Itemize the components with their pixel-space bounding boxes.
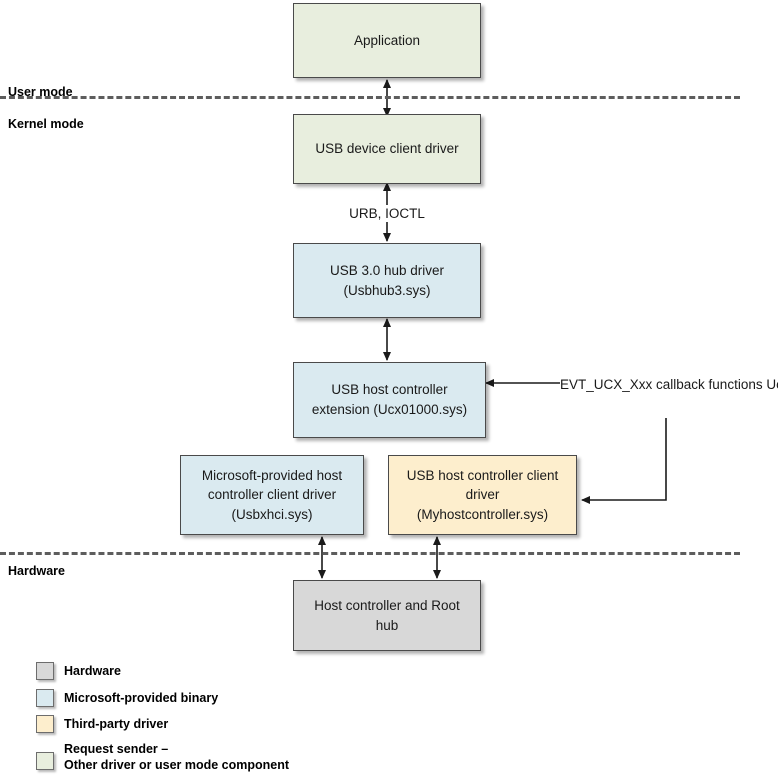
node-usbxhci-line-3: (Usbxhci.sys) [231, 506, 313, 522]
legend-item-hardware: Hardware [36, 662, 121, 680]
node-usb-host-controller-extension[interactable]: USB host controller extension (Ucx01000.… [293, 362, 486, 438]
legend-item-microsoft-provided-binary: Microsoft-provided binary [36, 689, 218, 707]
zone-label-hardware: Hardware [8, 564, 65, 578]
user-kernel-mode-divider [0, 96, 740, 99]
legend-swatch-request-sender-icon [36, 752, 54, 770]
legend-label-hardware: Hardware [64, 664, 121, 678]
zone-label-kernel-mode: Kernel mode [8, 117, 84, 131]
edge-label-urb-ioctl: URB, IOCTL [337, 205, 437, 223]
node-usb3-hub-driver[interactable]: USB 3.0 hub driver (Usbhub3.sys) [293, 243, 481, 318]
node-usb3-hub-driver-line-1: USB 3.0 hub driver [329, 262, 445, 278]
node-usbxhci-line-1: Microsoft-provided host [201, 467, 343, 483]
legend-swatch-microsoft-binary-icon [36, 689, 54, 707]
kernel-hardware-divider [0, 552, 740, 555]
legend-swatch-third-party-icon [36, 715, 54, 733]
edge-label-ucx-callbacks: EVT_UCX_Xxx callback functions Ucx metho… [560, 376, 778, 394]
node-usb-device-client-driver[interactable]: USB device client driver [293, 114, 481, 184]
node-usb3-hub-driver-line-2: (Usbhub3.sys) [343, 282, 431, 298]
node-application[interactable]: Application [293, 3, 481, 78]
node-host-controller-hw-line-1: Host controller and Root [314, 597, 460, 613]
node-usbxhci-line-2: controller client driver [207, 487, 337, 503]
edge-label-ucx-callbacks-line-1: EVT_UCX_Xxx callback functions [560, 377, 763, 392]
legend-item-third-party-driver: Third-party driver [36, 715, 168, 733]
edge-label-urb-ioctl-line-1: URB, IOCTL [349, 206, 425, 221]
edge-label-ucx-callbacks-line-2: Ucx methods [766, 377, 778, 392]
node-myhostcontroller-line-2: driver [465, 487, 500, 503]
node-usb-host-controller-extension-line-2: extension (Ucx01000.sys) [311, 402, 468, 417]
node-usb-host-controller-client-driver[interactable]: USB host controller client driver (Myhos… [388, 455, 577, 535]
node-host-controller-hw-line-2: hub [375, 617, 399, 633]
legend-item-request-sender: Request sender – Other driver or user mo… [36, 740, 289, 773]
zone-label-user-mode: User mode [8, 85, 73, 99]
legend-label-microsoft-provided-binary: Microsoft-provided binary [64, 691, 219, 705]
legend-label-third-party-driver: Third-party driver [64, 717, 169, 731]
node-application-line-1: Application [353, 32, 421, 48]
node-myhostcontroller-line-1: USB host controller client [406, 467, 559, 483]
node-host-controller-and-root-hub[interactable]: Host controller and Root hub [293, 580, 481, 651]
node-usb-host-controller-extension-line-1: USB host controller [331, 382, 448, 398]
legend-label-request-sender: Request sender – Other driver or user mo… [64, 742, 290, 772]
node-usb-device-client-driver-line-1: USB device client driver [315, 141, 459, 157]
legend-swatch-hardware-icon [36, 662, 54, 680]
node-myhostcontroller-line-3: (Myhostcontroller.sys) [416, 506, 549, 522]
node-microsoft-host-controller-client-driver[interactable]: Microsoft-provided host controller clien… [180, 455, 364, 535]
